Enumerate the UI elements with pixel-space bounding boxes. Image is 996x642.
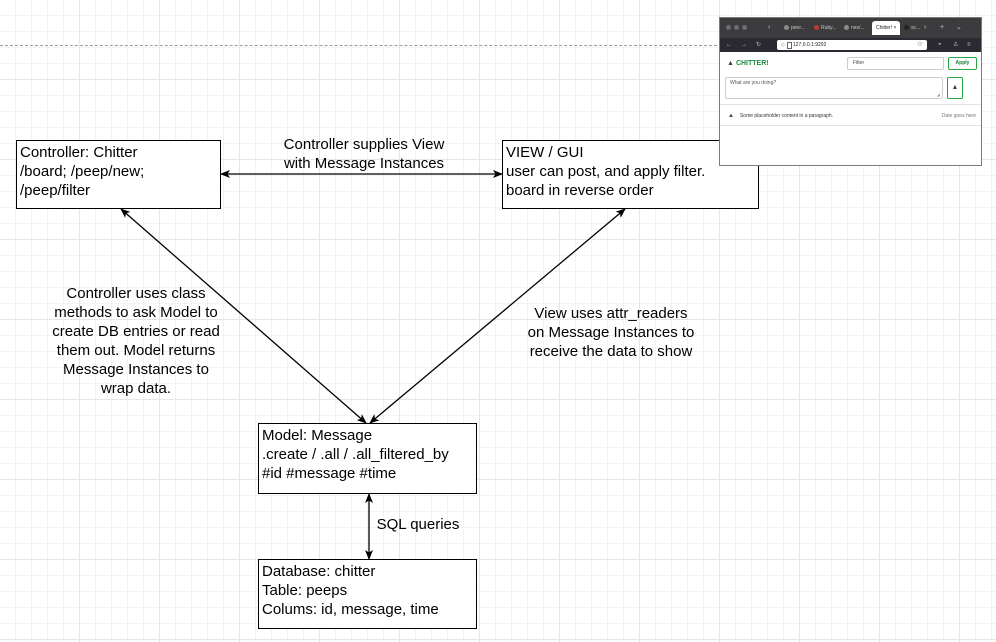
post-placeholder: What are you doing?	[730, 80, 777, 86]
tab-1[interactable]: peer...	[782, 21, 817, 35]
chevron-left-icon[interactable]: ‹	[768, 24, 771, 31]
dashed-guide-line	[0, 45, 722, 46]
edge-controller-model	[120, 208, 367, 424]
apply-button[interactable]: Apply	[948, 57, 977, 70]
peep-row: ▲ Some placeholder content in a paragraph…	[728, 112, 976, 121]
url-text: 127.0.0.1:9292	[793, 42, 827, 48]
browser-screenshot: ‹ peer... Ruby... nes/... Chitter! × sc.…	[719, 17, 982, 166]
edge-label-view-model: View uses attr_readers on Message Instan…	[527, 305, 695, 360]
page-icon	[787, 42, 792, 49]
nav-bar: ← → ↻ ◇ 127.0.0.1:9292 ☆ ◓ ♙ ≡	[720, 38, 981, 52]
edge-label-controller-model: Controller uses class methods to ask Mod…	[52, 285, 220, 397]
filter-input[interactable]: Filter	[847, 57, 944, 70]
new-tab-icon[interactable]: +	[940, 24, 945, 31]
post-textarea[interactable]: What are you doing? ◢	[725, 77, 943, 99]
url-bar[interactable]: ◇ 127.0.0.1:9292 ☆	[777, 40, 927, 50]
peep-text: Some placeholder content in a paragraph.	[739, 113, 834, 119]
chevron-down-icon[interactable]: ⌄	[956, 24, 962, 31]
forward-icon[interactable]: →	[741, 42, 747, 48]
divider	[720, 125, 981, 126]
tab-bar: ‹ peer... Ruby... nes/... Chitter! × sc.…	[720, 18, 981, 38]
poop-icon: ▲	[727, 60, 734, 67]
post-button[interactable]: ▲	[947, 77, 963, 99]
back-icon[interactable]: ←	[726, 42, 732, 48]
divider	[720, 104, 981, 105]
view-box: VIEW / GUI user can post, and apply filt…	[502, 140, 759, 209]
edge-view-model	[369, 208, 626, 424]
poop-icon: ▲	[951, 84, 959, 91]
peep-date: Date goes here	[941, 113, 976, 119]
tab-3[interactable]: nes/...	[842, 21, 877, 35]
star-icon[interactable]: ☆	[916, 41, 923, 48]
account-icon[interactable]: ♙	[953, 42, 959, 48]
menu-icon[interactable]: ≡	[967, 42, 971, 48]
pocket-icon[interactable]: ◓	[938, 42, 942, 48]
chitter-logo[interactable]: ▲CHITTER!	[727, 60, 769, 67]
reload-icon[interactable]: ↻	[756, 42, 762, 48]
edge-label-model-database: SQL queries	[376, 516, 460, 533]
window-controls[interactable]	[726, 25, 750, 32]
tab-2[interactable]: Ruby...	[812, 21, 847, 35]
resize-grip-icon[interactable]: ◢	[936, 92, 940, 97]
chitter-page: ▲CHITTER! Filter Apply What are you doin…	[720, 52, 981, 165]
database-box: Database: chitter Table: peeps Colums: i…	[258, 559, 477, 629]
controller-box: Controller: Chitter /board; /peep/new; /…	[16, 140, 221, 209]
tab-5[interactable]: sc...	[902, 21, 929, 35]
tab-chitter[interactable]: Chitter! ×	[872, 21, 901, 35]
model-box: Model: Message .create / .all / .all_fil…	[258, 423, 477, 494]
chevron-right-icon[interactable]: ›	[924, 24, 927, 31]
shield-icon: ◇	[781, 42, 785, 48]
poop-icon: ▲	[728, 113, 734, 119]
edge-label-controller-view: Controller supplies View with Message In…	[283, 136, 445, 172]
